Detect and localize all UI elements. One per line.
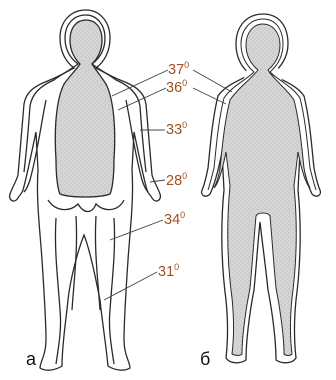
label-34: 340 — [164, 210, 185, 228]
temperature-labels: 370 360 330 280 340 310 — [158, 60, 189, 280]
label-36: 360 — [166, 78, 187, 96]
label-33: 330 — [166, 120, 187, 138]
label-31: 310 — [158, 262, 179, 280]
leader-37-b — [193, 70, 232, 92]
panel-label-b: б — [200, 349, 210, 369]
label-37: 370 — [168, 60, 189, 78]
label-28: 280 — [166, 171, 187, 189]
figure-b-body — [202, 14, 321, 363]
panel-label-a: а — [26, 349, 37, 369]
